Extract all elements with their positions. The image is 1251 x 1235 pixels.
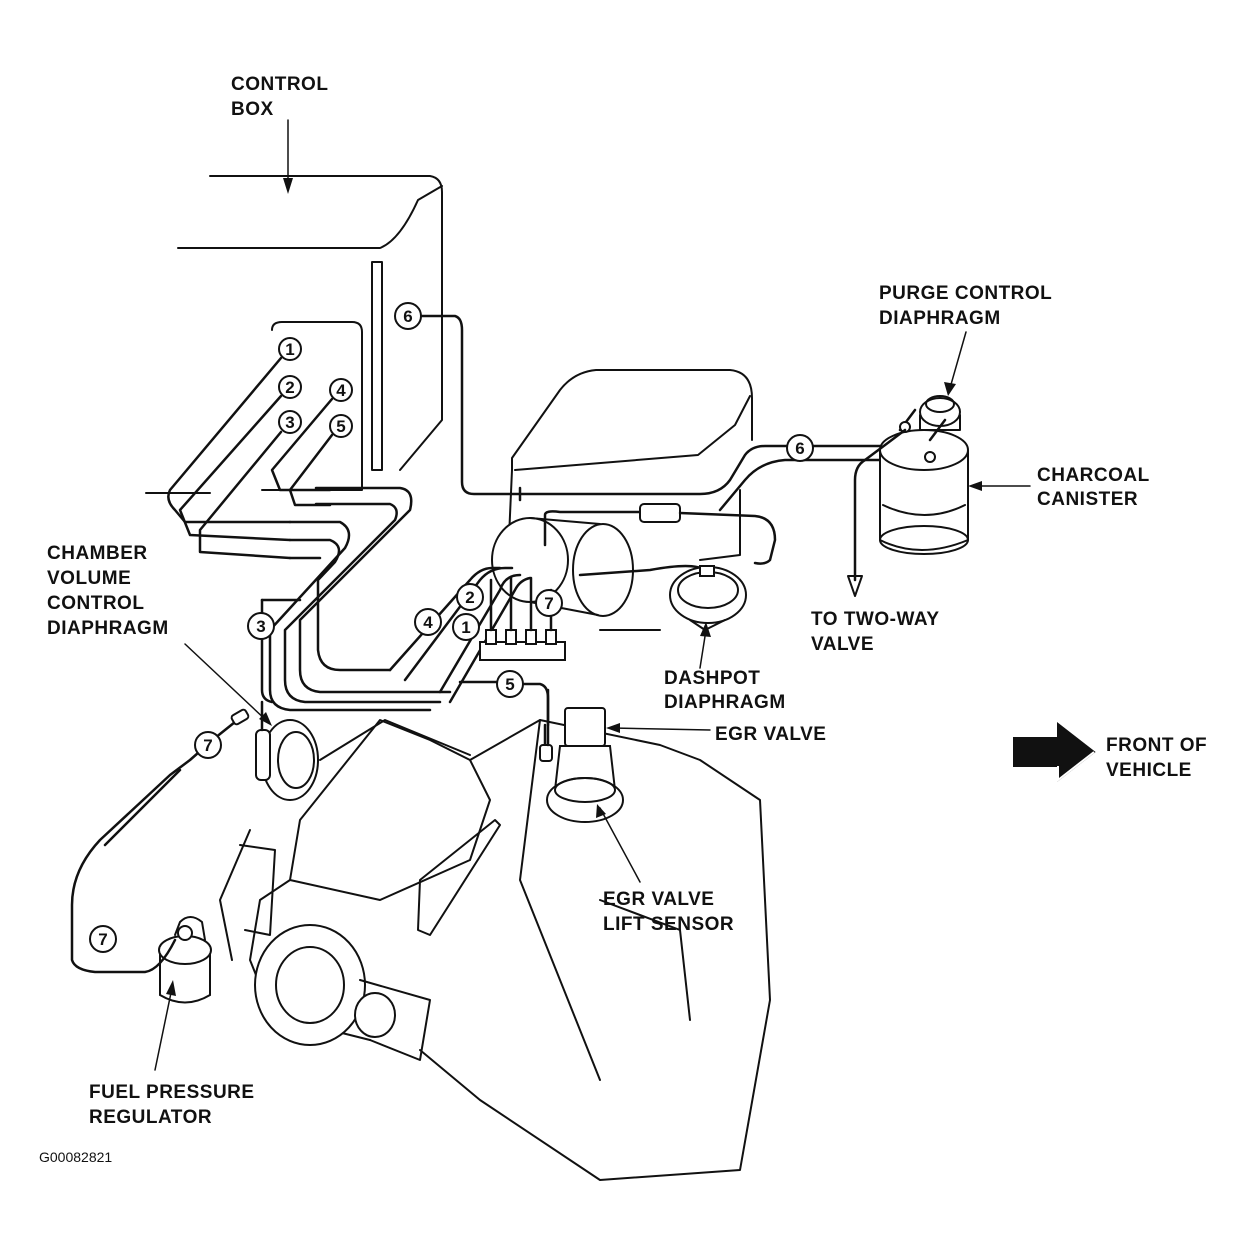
vacuum-hose-bundle bbox=[167, 356, 532, 712]
port-1: 1 bbox=[278, 337, 302, 361]
svg-text:PURGE CONTROL: PURGE CONTROL bbox=[879, 283, 1052, 304]
hose-tag-3-chamber: 3 bbox=[247, 612, 275, 640]
hose-5-egr bbox=[458, 680, 550, 747]
hose-tag-7-manifold: 7 bbox=[535, 589, 563, 617]
svg-text:2: 2 bbox=[465, 588, 474, 607]
svg-text:6: 6 bbox=[403, 307, 412, 326]
hose-tag-6-box: 6 bbox=[394, 302, 422, 330]
label-charcoal-canister: CHARCOAL CANISTER bbox=[1037, 465, 1150, 510]
svg-text:CONTROL: CONTROL bbox=[231, 74, 328, 95]
label-egr-valve: EGR VALVE bbox=[715, 724, 826, 745]
port-3: 3 bbox=[278, 410, 302, 434]
svg-text:VOLUME: VOLUME bbox=[47, 568, 131, 589]
svg-text:FUEL PRESSURE: FUEL PRESSURE bbox=[89, 1082, 255, 1103]
svg-text:REGULATOR: REGULATOR bbox=[89, 1107, 212, 1128]
label-purge-control-diaphragm: PURGE CONTROL DIAPHRAGM bbox=[879, 283, 1052, 329]
hose-tag-5-egr: 5 bbox=[496, 670, 524, 698]
svg-text:1: 1 bbox=[285, 340, 294, 359]
svg-text:DIAPHRAGM: DIAPHRAGM bbox=[879, 308, 1001, 329]
dashpot-hoses bbox=[543, 458, 902, 577]
svg-text:DIAPHRAGM: DIAPHRAGM bbox=[47, 618, 169, 639]
port-5: 5 bbox=[329, 414, 353, 438]
hose-tag-6-canister: 6 bbox=[786, 434, 814, 462]
hose-tag-7-upper: 7 bbox=[194, 731, 222, 759]
svg-text:BOX: BOX bbox=[231, 99, 274, 120]
two-way-valve-hose bbox=[847, 428, 907, 597]
intake-plenum bbox=[507, 369, 753, 631]
svg-text:4: 4 bbox=[336, 381, 346, 400]
label-control-box: CONTROL BOX bbox=[231, 74, 328, 120]
figure-code: G00082821 bbox=[39, 1149, 112, 1165]
svg-text:7: 7 bbox=[203, 736, 212, 755]
chamber-volume-control-diaphragm bbox=[255, 700, 319, 801]
svg-text:5: 5 bbox=[336, 417, 345, 436]
hose-tag-4-manifold: 4 bbox=[414, 608, 442, 636]
svg-text:7: 7 bbox=[544, 594, 553, 613]
hose-7-routing bbox=[70, 708, 250, 974]
svg-text:CHARCOAL: CHARCOAL bbox=[1037, 465, 1150, 486]
purge-control-diaphragm bbox=[898, 395, 961, 463]
svg-text:1: 1 bbox=[461, 618, 470, 637]
svg-text:6: 6 bbox=[795, 439, 804, 458]
hose-tag-2-manifold: 2 bbox=[456, 583, 484, 611]
svg-text:7: 7 bbox=[98, 930, 107, 949]
svg-text:TO TWO-WAY: TO TWO-WAY bbox=[811, 609, 940, 630]
charcoal-canister bbox=[879, 429, 969, 555]
svg-text:CHAMBER: CHAMBER bbox=[47, 543, 148, 564]
label-dashpot-diaphragm: DASHPOT DIAPHRAGM bbox=[664, 668, 786, 713]
port-2: 2 bbox=[278, 375, 302, 399]
svg-text:EGR VALVE: EGR VALVE bbox=[603, 889, 714, 910]
hose-6 bbox=[418, 314, 902, 502]
svg-text:VEHICLE: VEHICLE bbox=[1106, 760, 1192, 781]
fuel-pressure-regulator bbox=[158, 916, 212, 1004]
svg-text:VALVE: VALVE bbox=[811, 634, 874, 655]
leader-lines bbox=[154, 119, 1031, 1071]
label-chamber-volume-control-diaphragm: CHAMBER VOLUME CONTROL DIAPHRAGM bbox=[47, 543, 169, 639]
control-box bbox=[145, 175, 443, 494]
hose-tag-7-lower: 7 bbox=[89, 925, 117, 953]
egr-valve bbox=[539, 688, 624, 823]
control-box-ports: 1 2 3 4 5 bbox=[278, 337, 353, 438]
svg-text:LIFT SENSOR: LIFT SENSOR bbox=[603, 914, 734, 935]
svg-text:2: 2 bbox=[285, 378, 294, 397]
label-to-two-way-valve: TO TWO-WAY VALVE bbox=[811, 609, 940, 655]
label-egr-valve-lift-sensor: EGR VALVE LIFT SENSOR bbox=[603, 889, 734, 935]
svg-text:DASHPOT: DASHPOT bbox=[664, 668, 760, 689]
svg-text:3: 3 bbox=[285, 413, 294, 432]
svg-text:DIAPHRAGM: DIAPHRAGM bbox=[664, 692, 786, 713]
dashpot-diaphragm bbox=[669, 565, 747, 631]
svg-text:3: 3 bbox=[256, 617, 265, 636]
svg-text:CANISTER: CANISTER bbox=[1037, 489, 1138, 510]
front-of-vehicle-arrow-icon bbox=[1013, 721, 1096, 783]
svg-text:FRONT OF: FRONT OF bbox=[1106, 735, 1207, 756]
svg-text:5: 5 bbox=[505, 675, 514, 694]
label-front-of-vehicle: FRONT OF VEHICLE bbox=[1106, 735, 1207, 781]
svg-text:EGR VALVE: EGR VALVE bbox=[715, 724, 826, 745]
vacuum-manifold-fitting bbox=[479, 576, 566, 661]
port-4: 4 bbox=[329, 378, 353, 402]
svg-text:4: 4 bbox=[423, 613, 433, 632]
label-fuel-pressure-regulator: FUEL PRESSURE REGULATOR bbox=[89, 1082, 255, 1128]
svg-text:CONTROL: CONTROL bbox=[47, 593, 144, 614]
hose-tag-1-manifold: 1 bbox=[452, 613, 480, 641]
